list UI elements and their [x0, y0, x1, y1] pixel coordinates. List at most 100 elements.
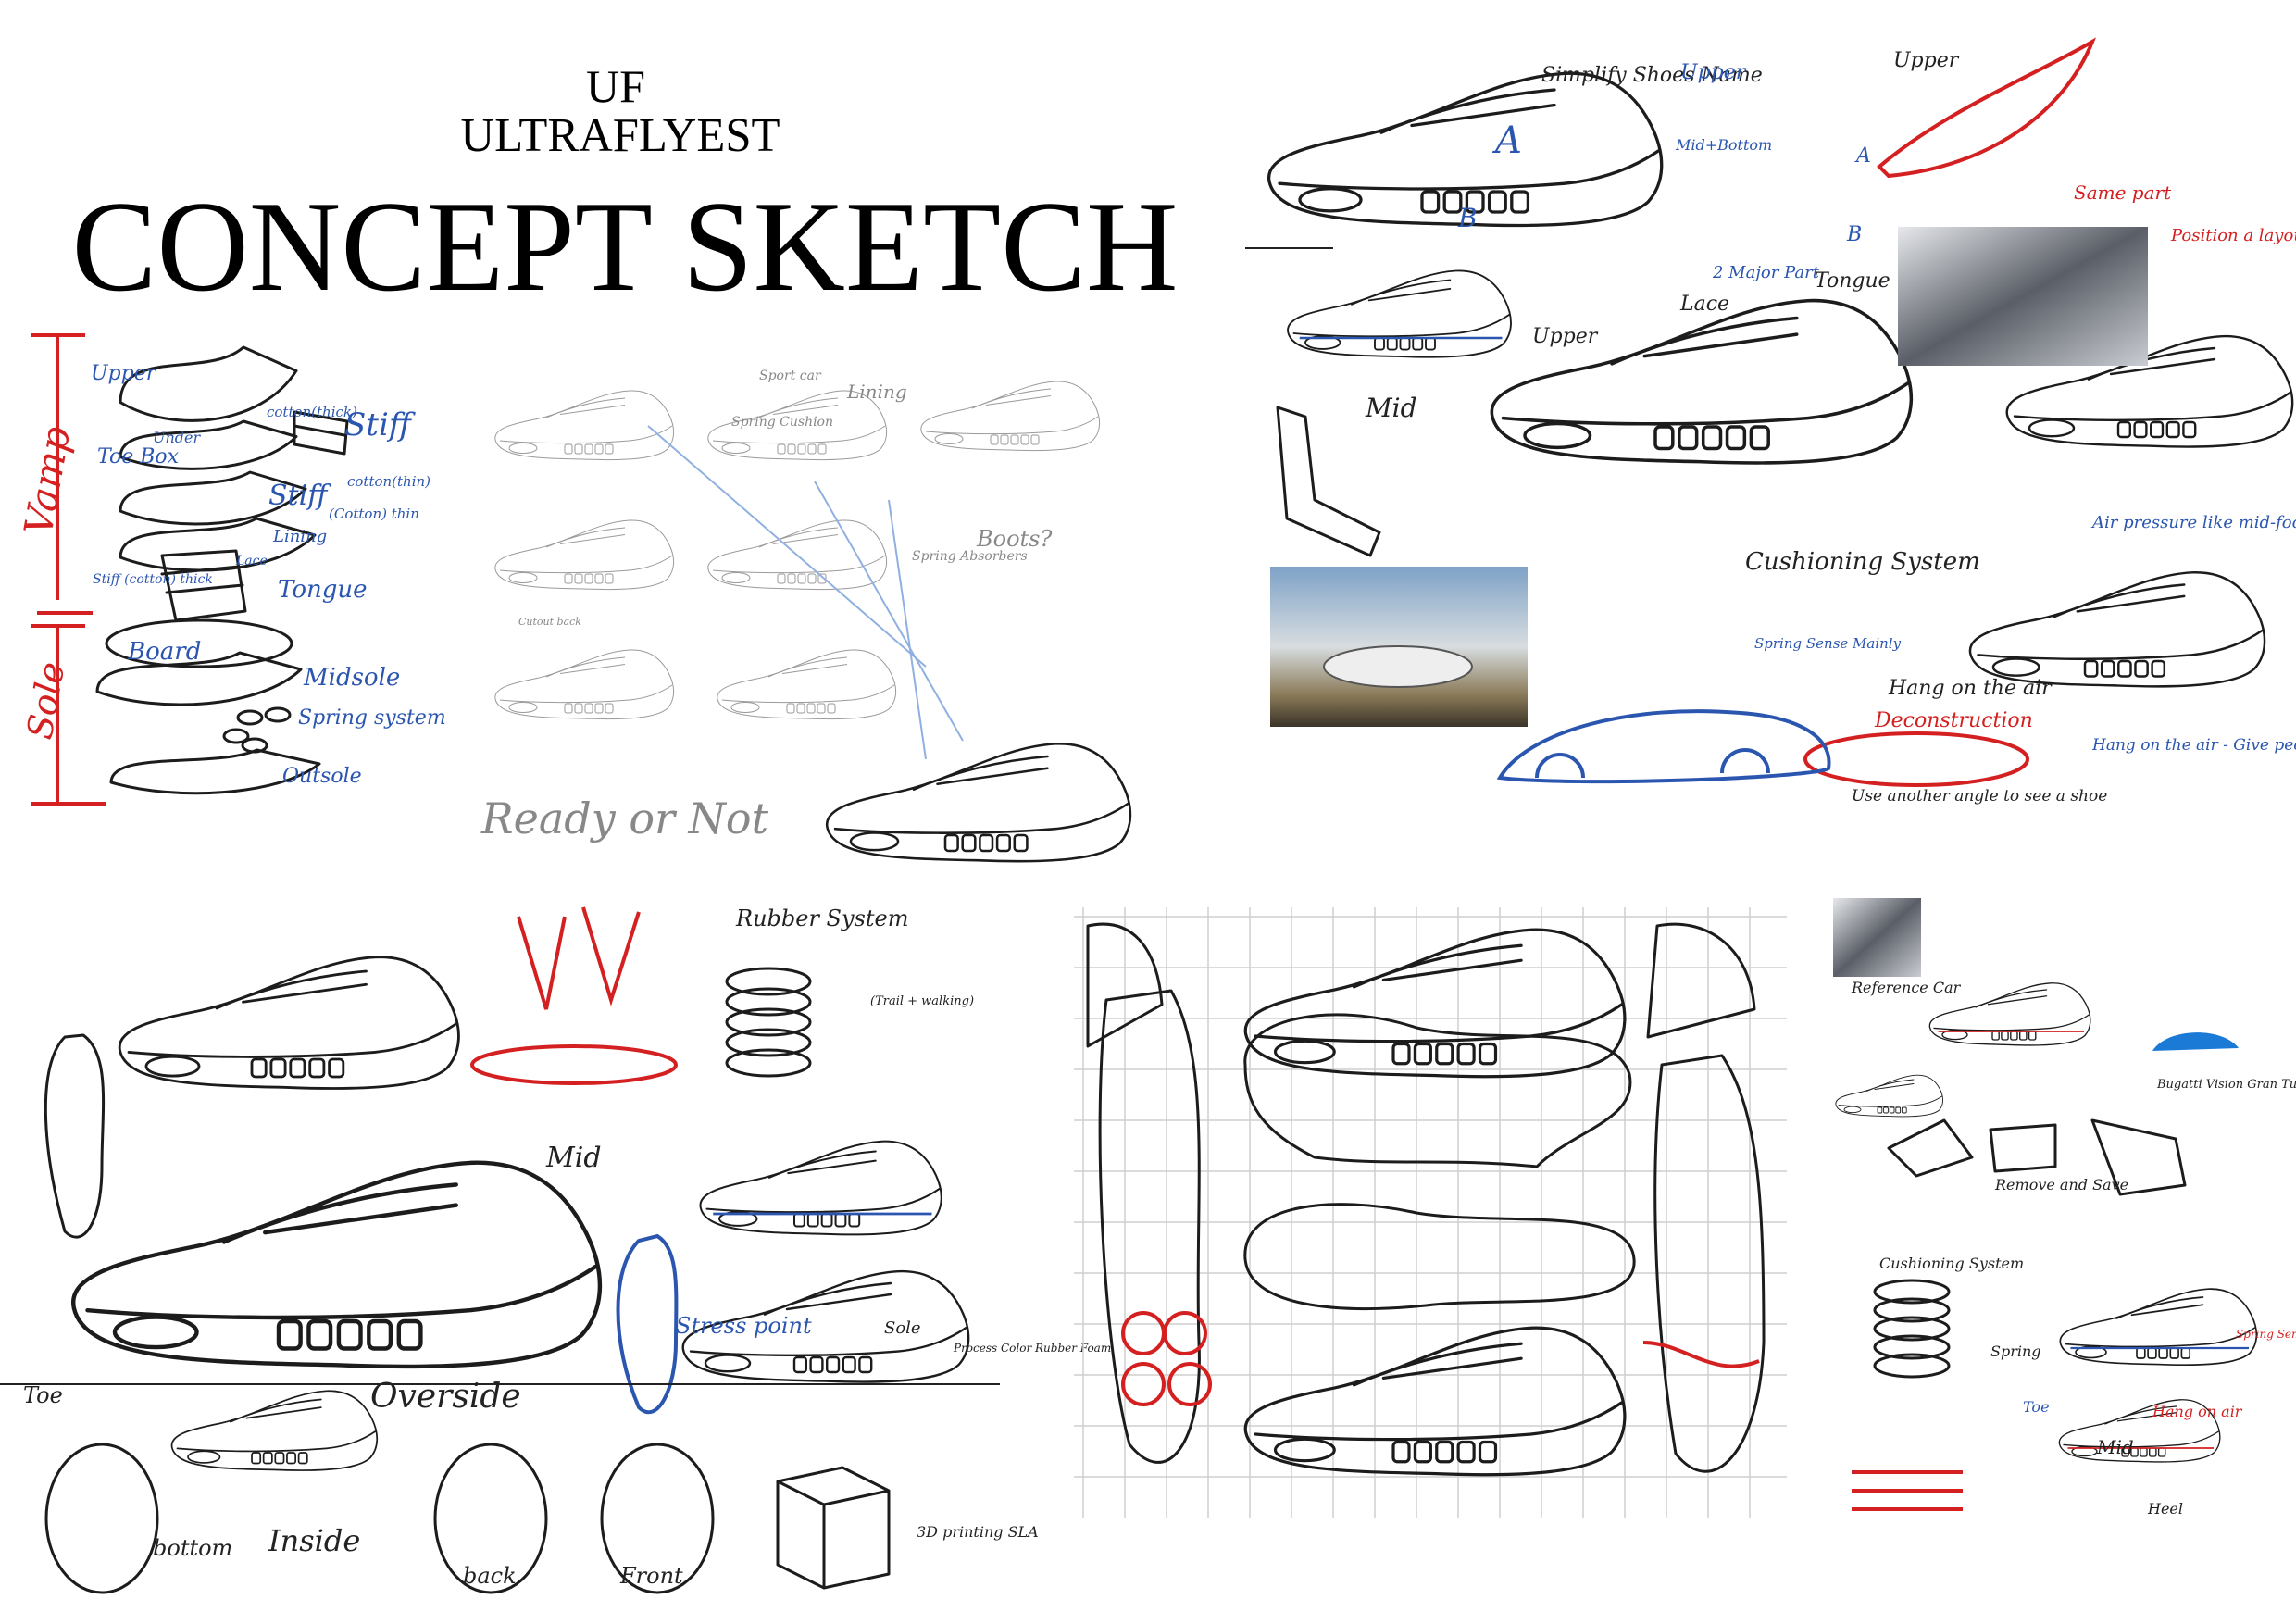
- shoe-sketch: [2059, 1288, 2258, 1367]
- research-label: Position a layout feeling Feature: [2170, 226, 2296, 245]
- bottom-view-outline: [1243, 1203, 1636, 1310]
- car-shape: [1323, 645, 1473, 688]
- shoe-sketch: [2005, 334, 2294, 448]
- spring-coil: [1873, 1297, 1951, 1323]
- detail-label: Overside: [370, 1378, 521, 1416]
- ideation-label: Spring Cushion: [731, 415, 833, 430]
- exploded-layer: [119, 517, 317, 572]
- research-label: Use another angle to see a shoe: [1852, 787, 2107, 806]
- part-label: cotton(thin): [347, 473, 430, 490]
- connector-lines: [647, 425, 964, 760]
- research-label: Air pressure like mid-foot: [2090, 513, 2296, 532]
- midsole-section: [470, 1044, 678, 1085]
- reference-car-photo: [1833, 898, 1921, 977]
- part-label: Stiff: [268, 480, 331, 512]
- rubber-coil: [725, 1028, 812, 1057]
- shoe-sketch: [699, 1140, 942, 1236]
- spring-coil: [264, 706, 292, 723]
- stress-point-sole: [616, 1233, 679, 1415]
- detail-label: 3D printing SLA: [917, 1523, 1039, 1541]
- red-upper-sketch: [1877, 37, 2097, 179]
- part-label: Upper: [91, 362, 157, 385]
- detail-label: Inside: [268, 1523, 360, 1558]
- shoe-sketch: [494, 649, 675, 720]
- shoe-sketch: [118, 956, 460, 1090]
- exploded-layer: [119, 419, 298, 470]
- part-label: Tongue: [278, 576, 368, 604]
- research-panel: Simplify Shoes Name Upper Mid+Bottom A B…: [1267, 37, 2296, 806]
- deconstruction-sketch: [1803, 731, 2029, 787]
- part-label: Toe Box: [97, 445, 180, 468]
- research-label: Hang on the air - Give people a visual w…: [2091, 736, 2296, 755]
- research-label: Tongue: [1815, 269, 1890, 293]
- part-label: Lining: [272, 527, 327, 546]
- part-label: Outsole: [282, 765, 362, 788]
- section-label-vamp: Vamp: [16, 423, 80, 539]
- car-reference-photo: [1898, 227, 2148, 366]
- concept-panel: Reference Car Bugatti Vision Gran Turism…: [1833, 898, 2296, 1518]
- spring-coil: [1873, 1316, 1951, 1342]
- ideation-label: Lining: [846, 381, 907, 403]
- detail-label: Front: [619, 1563, 683, 1589]
- shoe-sketch: [920, 381, 1101, 452]
- view-sketch: [433, 1443, 548, 1594]
- detail-label: (Trail + walking): [870, 994, 974, 1008]
- concept-label: Bugatti Vision Gran Turismo: [2156, 1078, 2296, 1092]
- rubber-coil: [725, 1007, 812, 1037]
- spring-position-circle: [1121, 1362, 1166, 1406]
- orthographic-panel: [1074, 907, 1787, 1518]
- spring-position-circle: [1121, 1311, 1166, 1355]
- spring-position-circle: [1163, 1311, 1207, 1355]
- ideation-label: Boots?: [976, 526, 1052, 552]
- research-label: 2 Major Part: [1712, 263, 1820, 282]
- spring-coil: [236, 709, 264, 726]
- spring-coil: [1873, 1353, 1951, 1379]
- exploded-layer: [95, 651, 303, 706]
- ideation-label: Cutout back: [518, 616, 581, 628]
- board: [105, 618, 293, 668]
- shoe-sketch: [1968, 571, 2266, 688]
- side-sole-outline: [1653, 1054, 1766, 1473]
- detail-label: Stress point: [676, 1313, 812, 1339]
- concept-label: Reference Car: [1851, 979, 1962, 996]
- cube-sketch: [776, 1466, 891, 1590]
- shoe-sketch: [1243, 928, 1627, 1079]
- back-view: [1646, 922, 1756, 1039]
- research-label: Spring Sense Mainly: [1754, 635, 1902, 652]
- concept-label: Spring Sense: [2236, 1328, 2296, 1341]
- detail-label: bottom: [153, 1535, 232, 1561]
- part-label: Lace: [235, 554, 268, 568]
- exploded-layer: [119, 345, 298, 422]
- concept-label: Remove and Save: [1994, 1176, 2128, 1193]
- shoe-sketch: [707, 519, 888, 591]
- shoe-sketch: [681, 1269, 970, 1383]
- header: UF ULTRAFLYEST CONCEPT SKETCH: [72, 60, 1333, 319]
- shoe-sketch: [71, 1160, 603, 1369]
- brand-name: ULTRAFLYEST: [461, 109, 780, 162]
- ideation-panel: Sport car Spring Cushion Lining Spring A…: [480, 369, 1132, 863]
- shoe-sketch: [717, 649, 897, 720]
- shoe-sketch: [1287, 269, 1512, 358]
- view-sketch: [44, 1443, 159, 1594]
- shoe-sketch: [1835, 1074, 1943, 1118]
- research-label: B: [1846, 223, 1862, 246]
- view-sketch: [600, 1443, 715, 1594]
- exploded-layer: [119, 470, 307, 526]
- research-label: Deconstruction: [1874, 709, 2033, 732]
- part-label: Midsole: [303, 664, 400, 692]
- rubber-coil: [725, 987, 812, 1017]
- side-sole-outline: [1098, 989, 1201, 1464]
- research-label: Mid+Bottom: [1675, 136, 1772, 154]
- ideation-label: Spring Absorbers: [912, 549, 1028, 564]
- shoe-sketch: [1243, 1326, 1627, 1477]
- shoe-sketch: [826, 743, 1132, 863]
- shoe-sketch: [170, 1390, 379, 1471]
- shoe-sketch: [494, 390, 675, 461]
- research-label: Upper: [1680, 61, 1747, 84]
- research-label: A: [1854, 144, 1871, 168]
- detail-label: Toe: [23, 1382, 63, 1408]
- shoe-sketch: [2058, 1399, 2221, 1463]
- shoe-sketch: [707, 390, 888, 461]
- part-label: Stiff (cotton) thick: [93, 572, 213, 587]
